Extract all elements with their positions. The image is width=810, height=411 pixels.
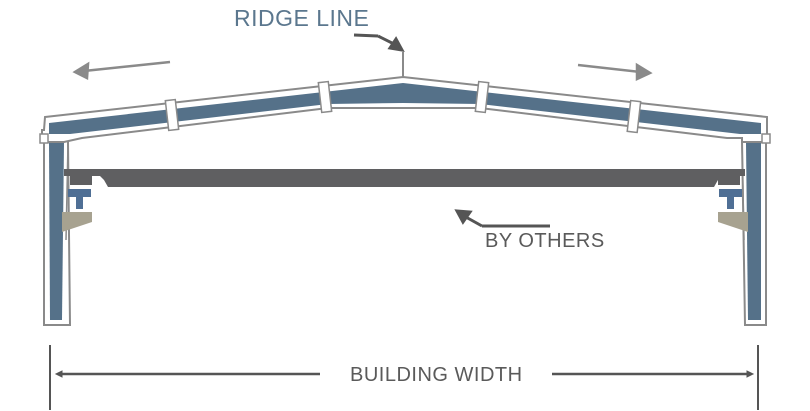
crane-bracket-right (718, 189, 748, 232)
splice-plate (317, 80, 333, 114)
by-others-label: BY OTHERS (485, 230, 605, 252)
arrowhead-icon (72, 61, 90, 80)
width-dimension (49, 345, 759, 410)
splice-plate (626, 99, 642, 134)
by-others-pointer-arrow (454, 209, 550, 228)
rafter-left (49, 83, 403, 134)
splice-plate (474, 80, 490, 114)
splice-plate (164, 98, 180, 132)
right-column (746, 143, 761, 320)
rafter-splices (164, 80, 642, 134)
crane-runway-beam (64, 169, 745, 187)
building-width-label: BUILDING WIDTH (346, 364, 527, 387)
ridge-pointer-arrow (353, 33, 405, 52)
rigid-frame (39, 75, 771, 326)
slope-arrow-left (72, 60, 171, 80)
arrowhead-right-icon (746, 370, 755, 378)
left-column (49, 143, 64, 320)
arrowhead-icon (635, 62, 653, 81)
slope-arrow-right (577, 62, 653, 81)
rafter-right (403, 83, 761, 134)
ridge-line-label: RIDGE LINE (234, 5, 370, 31)
arrowhead-left-icon (54, 370, 63, 378)
crane-bracket-left (62, 189, 92, 232)
